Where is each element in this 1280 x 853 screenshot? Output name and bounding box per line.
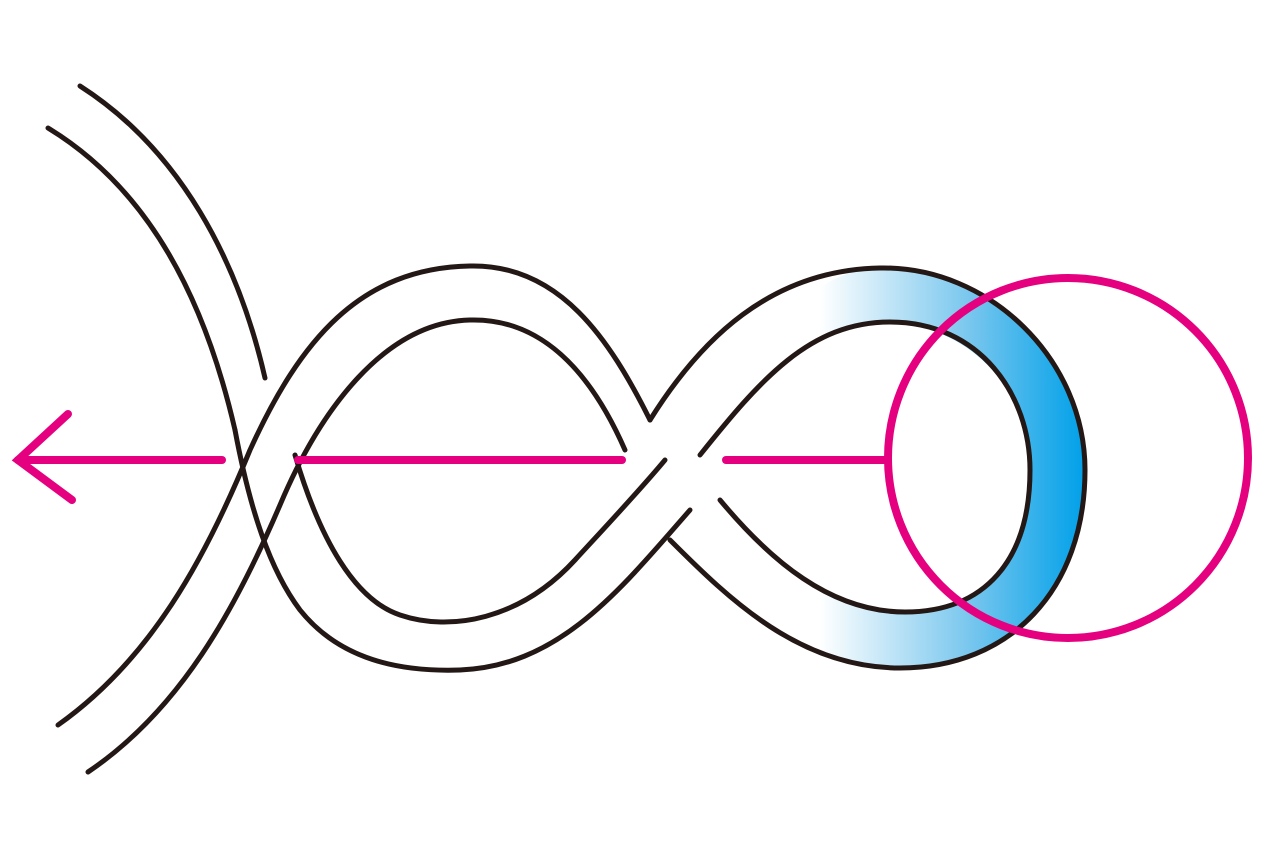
strand-bottom-inner [85, 317, 628, 775]
strand-bottom-outer [55, 263, 653, 728]
arrow-left-icon [11, 410, 892, 504]
strand-left-inner [77, 83, 268, 381]
strand-outlines [45, 83, 1088, 775]
loop-right-upper-outer [647, 265, 1088, 671]
highlight-band [800, 268, 1085, 668]
arrow-head [11, 410, 76, 504]
circle-icon [884, 274, 1252, 642]
loop-left-lower-inner [292, 452, 668, 625]
strand-left-outer [45, 125, 238, 433]
loop-right-upper-inner [697, 319, 1033, 615]
loop-left-lower-outer [232, 427, 693, 673]
